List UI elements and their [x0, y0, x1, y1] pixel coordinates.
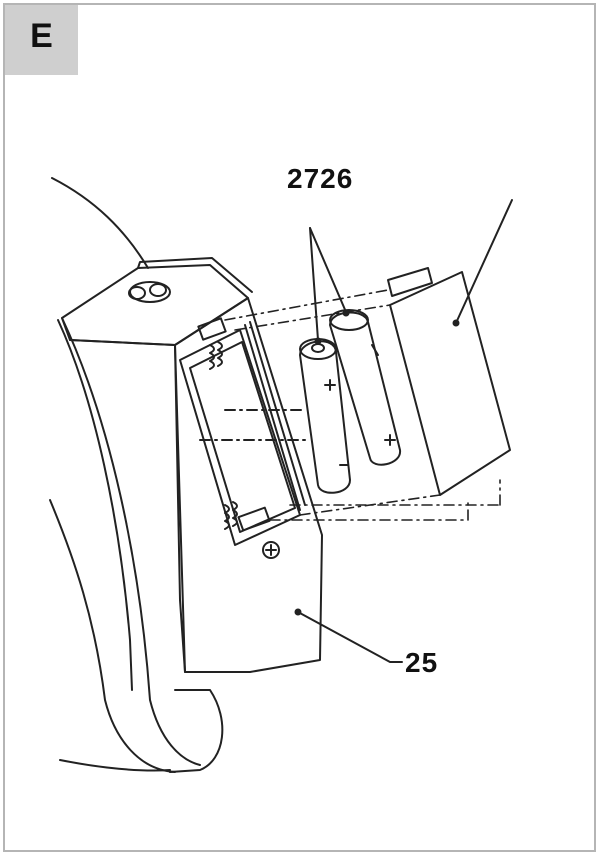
callout-line-2726 [309, 227, 319, 341]
top-button-right [149, 283, 167, 297]
device-body-lower [49, 499, 176, 773]
device-base-curve [59, 759, 171, 772]
battery-icon [299, 338, 351, 494]
device-foot [169, 689, 224, 773]
spring-contact-bottom [224, 501, 271, 532]
spring-contact-top [197, 317, 227, 370]
handset-top-edge [137, 257, 253, 293]
device-body-side [61, 317, 201, 766]
handset-back-panel [174, 297, 323, 673]
handset-left-edge [69, 339, 196, 673]
battery-cover-icon [389, 271, 511, 496]
callout-line-25 [297, 611, 403, 663]
callout-label-batteries: 2726 [287, 163, 354, 194]
plus-sign-icon [262, 541, 280, 559]
callout-line-cover [455, 199, 513, 324]
callout-label-housing: 25 [405, 647, 439, 678]
section-letter: E [30, 17, 53, 55]
device-body-inner-arc [57, 319, 133, 691]
battery-icon [329, 309, 401, 466]
device-body-outer-arc [51, 177, 149, 269]
section-tag: E [5, 5, 78, 75]
